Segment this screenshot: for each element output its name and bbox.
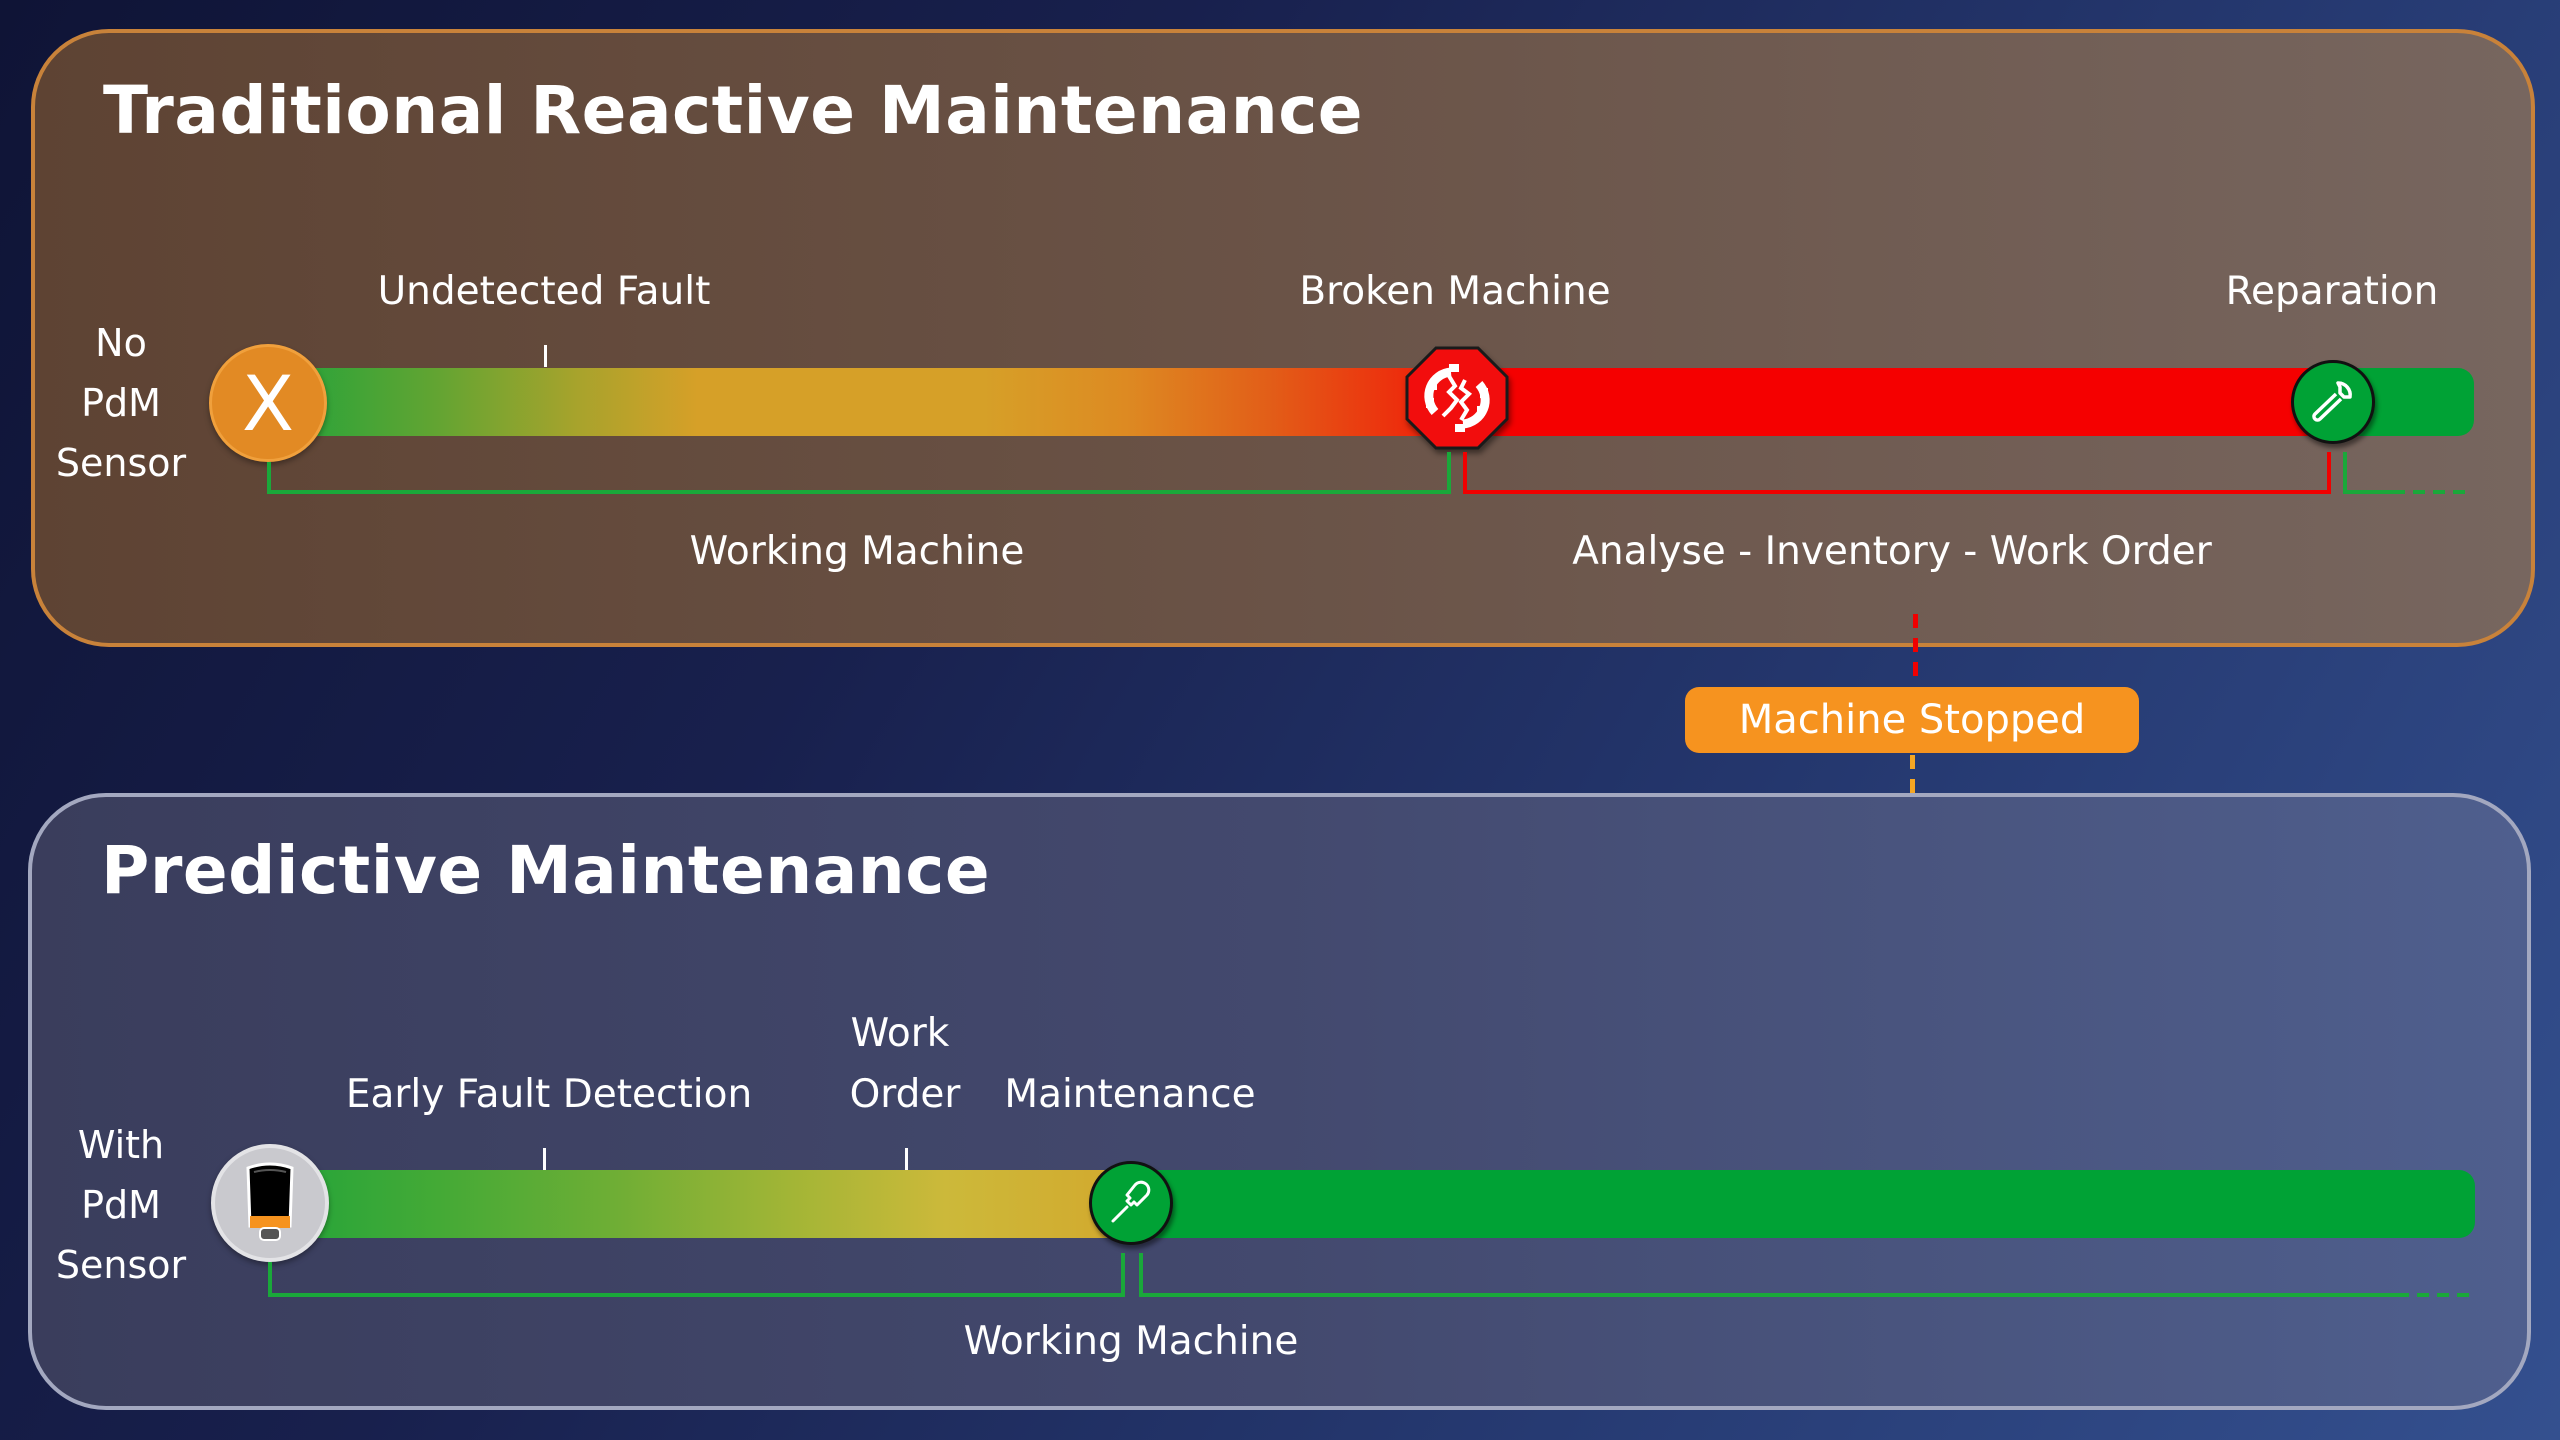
side-label-line: PdM — [81, 1183, 161, 1227]
restored-bracket-line — [2343, 490, 2393, 494]
side-label-line: Sensor — [55, 441, 187, 485]
event-label-undetected-fault: Undetected Fault — [377, 269, 711, 314]
stopped-bracket-left — [1463, 452, 1467, 494]
side-label-line: No — [95, 321, 147, 365]
predictive-phase-label-working-machine: Working Machine — [963, 1319, 1299, 1364]
working-bracket-right — [1447, 452, 1451, 494]
reactive-timeline-stopped-segment — [1455, 368, 2335, 436]
event-label-reparation: Reparation — [2225, 269, 2439, 314]
stopped-bracket-line — [1463, 490, 2331, 494]
reactive-maintenance-panel — [31, 29, 2535, 647]
no-sensor-x-icon: X — [209, 344, 327, 462]
work-order-tick — [905, 1148, 908, 1170]
side-label-line: With — [77, 1123, 165, 1167]
early-fault-tick — [543, 1148, 546, 1170]
with-pdm-sensor-label: With PdM Sensor — [41, 1115, 201, 1295]
x-letter: X — [241, 358, 295, 448]
stopped-bracket-right — [2327, 452, 2331, 494]
predictive-timeline-working-segment — [1130, 1170, 2475, 1238]
broken-gear-icon — [1405, 346, 1509, 450]
predictive-timeline-early-segment — [270, 1170, 1136, 1238]
machine-stopped-label: Machine Stopped — [1738, 697, 2086, 743]
predictive-title: Predictive Maintenance — [101, 832, 991, 909]
predictive-working-bracket-left — [268, 1262, 272, 1297]
event-label-broken-machine: Broken Machine — [1299, 269, 1611, 314]
screwdriver-icon — [1089, 1161, 1173, 1245]
side-label-line: PdM — [81, 381, 161, 425]
phase-label-analyse-inventory-work-order: Analyse - Inventory - Work Order — [1572, 529, 2212, 574]
event-label-work: Work — [850, 1011, 950, 1056]
reactive-timeline-degrading-segment — [269, 368, 1459, 436]
no-pdm-sensor-label: No PdM Sensor — [41, 313, 201, 493]
predictive-working-bracket-mid-left — [1121, 1253, 1125, 1297]
undetected-fault-tick — [544, 345, 547, 367]
reactive-title: Traditional Reactive Maintenance — [103, 72, 1364, 149]
predictive-maintenance-panel — [28, 793, 2531, 1410]
restored-bracket-left — [2343, 452, 2347, 494]
stopped-connector-dotted — [1913, 614, 1918, 684]
working-bracket-left — [267, 462, 271, 494]
working-bracket-line — [267, 490, 1451, 494]
predictive-working-bracket-line-2 — [1139, 1293, 2397, 1297]
predictive-working-bracket-line — [268, 1293, 1125, 1297]
event-label-order: Order — [849, 1072, 961, 1117]
event-label-maintenance: Maintenance — [1004, 1072, 1256, 1117]
side-label-line: Sensor — [55, 1243, 187, 1287]
machine-stopped-badge: Machine Stopped — [1685, 687, 2139, 753]
predictive-working-bracket-dashed — [2397, 1293, 2473, 1297]
wrench-icon — [2291, 360, 2375, 444]
restored-bracket-dashed — [2393, 490, 2473, 494]
phase-label-working-machine: Working Machine — [689, 529, 1025, 574]
sensor-icon — [211, 1144, 329, 1262]
event-label-early-fault-detection: Early Fault Detection — [345, 1072, 753, 1117]
predictive-working-bracket-mid-right — [1139, 1253, 1143, 1297]
